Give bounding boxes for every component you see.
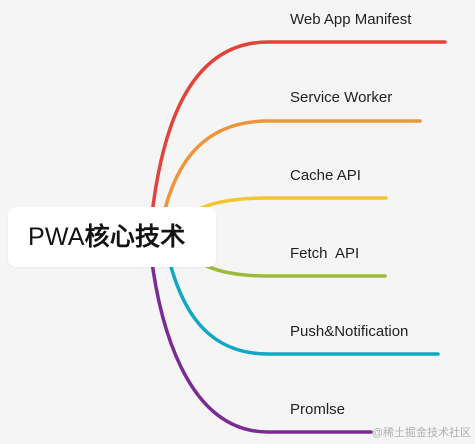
- branch-label-service-worker: Service Worker: [290, 89, 393, 106]
- branch-label-web-app-manifest: Web App Manifest: [290, 11, 412, 28]
- branch-label-push-notification: Push&Notification: [290, 323, 409, 340]
- central-topic-label: PWA核心技术: [28, 221, 208, 253]
- central-topic: PWA核心技术: [8, 207, 216, 267]
- branch-label-fetch-api: Fetch API: [290, 245, 360, 262]
- branch-label-cache-api: Cache API: [290, 167, 361, 184]
- watermark: @稀土掘金技术社区: [371, 427, 471, 439]
- central-topic-suffix: 核心技术: [84, 223, 186, 251]
- central-topic-prefix: PWA: [28, 223, 85, 251]
- branch-label-promise: Promlse: [290, 401, 346, 418]
- branch-connector-web-app-manifest: [148, 40, 447, 234]
- branch-connector-promise: [148, 244, 373, 434]
